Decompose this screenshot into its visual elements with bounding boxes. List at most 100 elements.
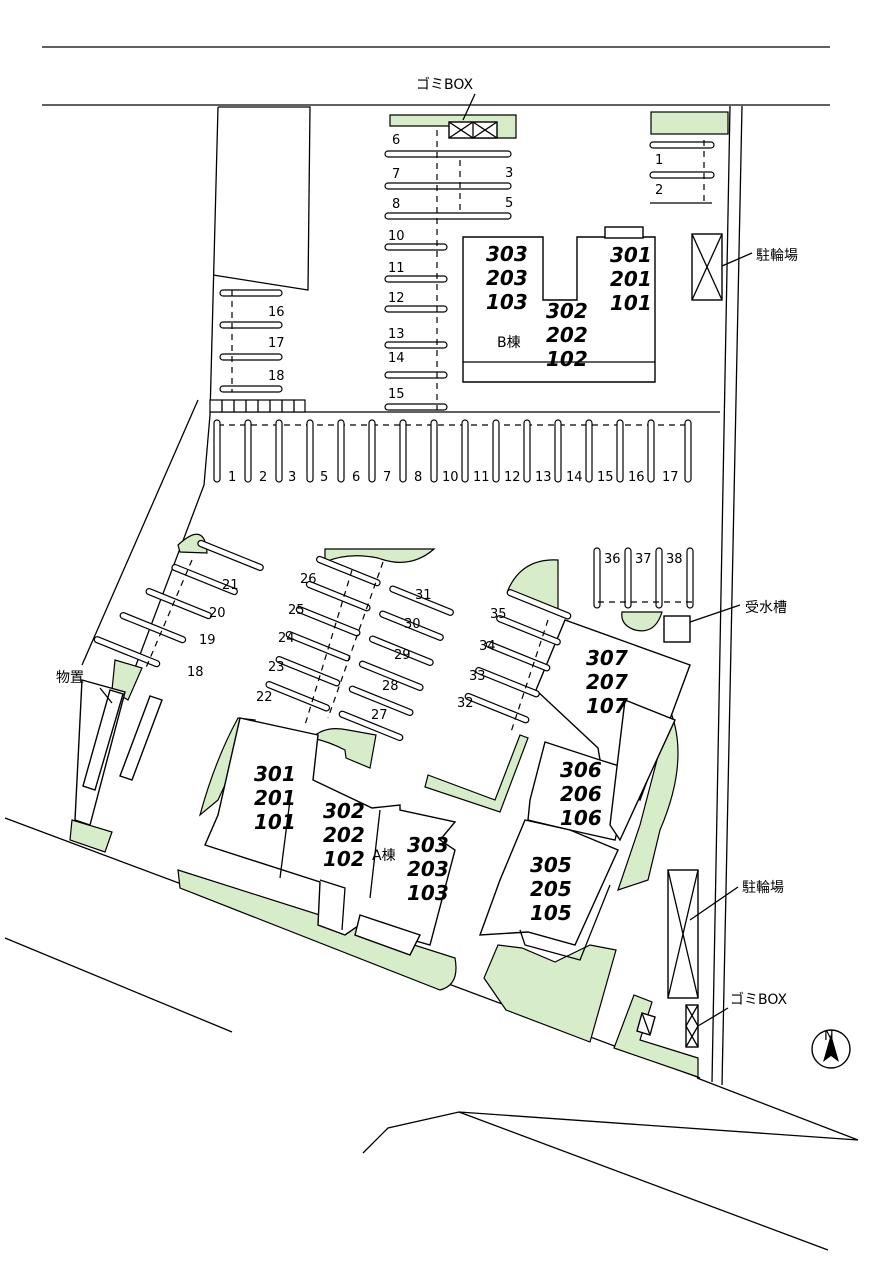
unit-a-305: 305 [530,853,572,877]
parking-no: 16 [268,305,285,320]
roads [4,46,859,1251]
building-a [204,619,691,961]
building-b [462,226,656,383]
parking-no: 14 [566,470,583,485]
parking-no: 10 [442,470,459,485]
building-a-units: 301 201 101 302 202 102 303 203 103 305 … [254,646,628,925]
unit-a-302: 302 [323,799,365,823]
parking-no: 12 [388,291,405,306]
building-a-label: A棟 [372,848,396,864]
parking-no: 17 [662,470,679,485]
garbage-box-bottom-label: ゴミBOX [730,991,787,1008]
building-b-label: B棟 [497,335,521,351]
unit-b-203: 203 [486,266,528,290]
parking-no: 11 [388,261,405,276]
parking-no: 24 [278,631,295,646]
unit-a-303: 303 [407,833,449,857]
parking-no: 2 [259,470,267,485]
site-boundary [69,105,743,1086]
parking-no: 36 [604,552,621,567]
parking-no: 18 [268,369,285,384]
parking-no: 38 [666,552,683,567]
parking-no: 29 [394,648,411,663]
parking-no: 1 [655,153,663,168]
parking-no: 21 [222,578,239,593]
unit-a-101: 101 [254,810,296,834]
garbage-box-top-label: ゴミBOX [416,76,473,93]
parking-no: 12 [504,470,521,485]
parking-no: 23 [268,660,285,675]
unit-a-107: 107 [586,694,628,718]
unit-b-303: 303 [486,242,528,266]
parking-numbers: 6 7 8 10 11 12 13 14 15 3 5 1 2 16 17 18… [187,133,683,723]
parking-no: 26 [300,572,317,587]
parking-no: 6 [352,470,360,485]
parking-row [213,419,692,483]
unit-b-301: 301 [610,243,652,267]
unit-a-203: 203 [407,857,449,881]
parking-no: 16 [628,470,645,485]
unit-b-103: 103 [486,290,528,314]
parking-no: 19 [199,633,216,648]
parking-no: 8 [414,470,422,485]
unit-a-102: 102 [323,847,365,871]
parking-no: 33 [469,669,486,684]
green-areas [69,111,729,1078]
unit-a-301: 301 [254,762,296,786]
parking-no: 5 [320,470,328,485]
labels: ゴミBOX 駐輪場 受水槽 駐輪場 ゴミBOX 物置 B棟 A棟 [56,76,798,1008]
parking-no: 1 [228,470,236,485]
parking-no: 11 [473,470,490,485]
compass-n: N [824,1029,834,1044]
parking-no: 32 [457,696,474,711]
parking-no: 31 [415,588,432,603]
unit-a-105: 105 [530,901,572,925]
unit-b-302: 302 [546,299,588,323]
parking-no: 6 [392,133,400,148]
parking-no: 30 [404,617,421,632]
unit-a-103: 103 [407,881,449,905]
parking-no: 2 [655,183,663,198]
parking-no: 15 [388,387,405,402]
storage-label: 物置 [56,670,84,686]
parking-no: 7 [392,167,400,182]
parking-no: 28 [382,679,399,694]
parking-no: 20 [209,606,226,621]
parking-no: 3 [288,470,296,485]
parking-top [209,130,715,413]
unit-a-106: 106 [560,806,602,830]
north-arrow-icon: N [811,1029,851,1069]
parking-no: 27 [371,708,388,723]
parking-no: 13 [388,327,405,342]
unit-a-201: 201 [254,786,296,810]
parking-no: 22 [256,690,273,705]
parking-no: 17 [268,336,285,351]
parking-no: 3 [505,166,513,181]
parking-no: 14 [388,351,405,366]
parking-no: 15 [597,470,614,485]
parking-no: 5 [505,196,513,211]
bike-parking-top-label: 駐輪場 [756,247,798,264]
parking-diagonal [93,539,694,742]
facilities [74,93,753,1048]
unit-b-201: 201 [610,267,652,291]
unit-b-102: 102 [546,347,588,371]
parking-no: 18 [187,665,204,680]
parking-no: 10 [388,229,405,244]
unit-b-202: 202 [546,323,588,347]
unit-a-202: 202 [323,823,365,847]
parking-no: 13 [535,470,552,485]
parking-no: 37 [635,552,652,567]
parking-no: 34 [479,639,496,654]
unit-a-306: 306 [560,758,602,782]
unit-a-206: 206 [560,782,602,806]
parking-no: 7 [383,470,391,485]
water-tank-label: 受水槽 [745,600,787,616]
building-b-units: 303 203 103 302 202 102 301 201 101 [486,242,652,371]
unit-a-205: 205 [530,877,572,901]
parking-no: 35 [490,607,507,622]
parking-no: 8 [392,197,400,212]
bike-parking-bottom-label: 駐輪場 [742,879,784,896]
